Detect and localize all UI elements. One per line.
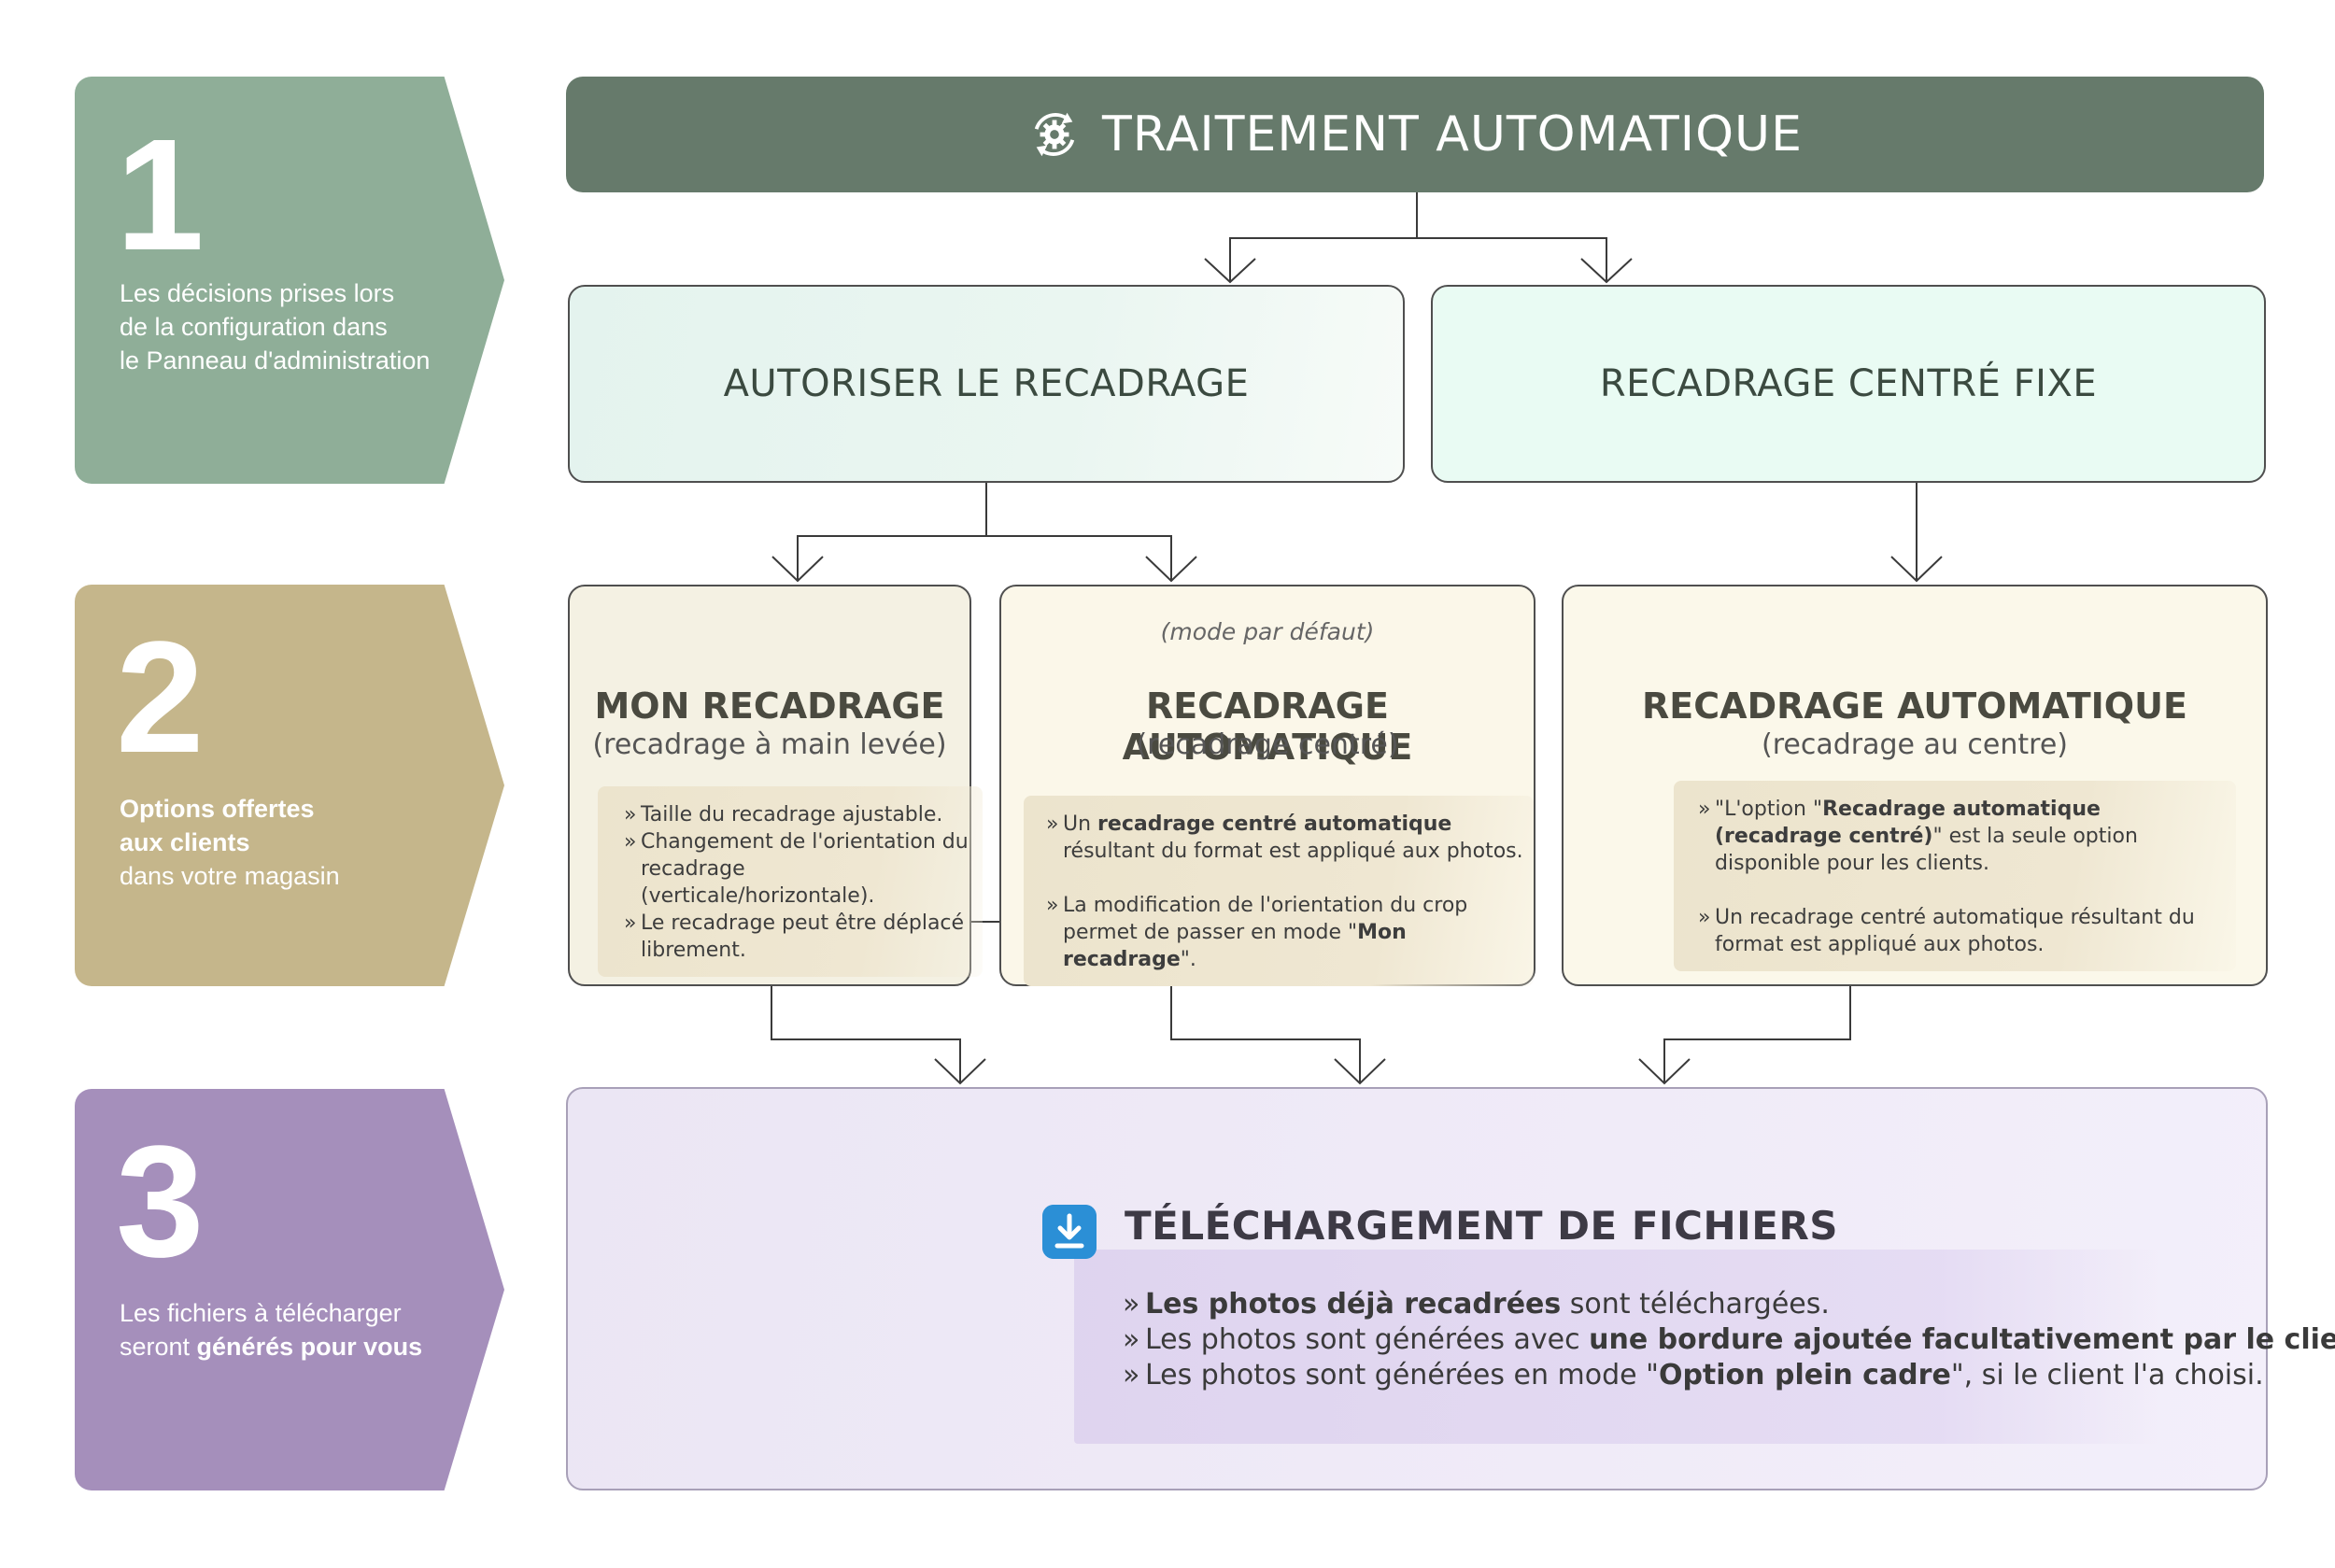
step-3-line: Les fichiers à télécharger — [120, 1299, 402, 1327]
decision-allow-crop: AUTORISER LE RECADRAGE — [568, 285, 1405, 483]
option-title: RECADRAGE AUTOMATIQUE — [1642, 685, 2187, 727]
list-item: Taille du recadrage ajustable. — [624, 801, 973, 828]
download-feature-list: Les photos déjà recadrées sont télécharg… — [1123, 1287, 2335, 1393]
arrowhead-option-1 — [771, 556, 824, 583]
step-3-line-pre: seront — [120, 1333, 197, 1361]
step-2-text: Options offertes aux clients dans votre … — [120, 792, 456, 893]
arrowhead-download-1 — [934, 1058, 986, 1085]
arrowhead-option-3 — [1890, 556, 1943, 583]
header-title: TRAITEMENT AUTOMATIQUE — [1102, 106, 1803, 162]
step-2-line-bold: Options offertes — [120, 795, 315, 823]
option-feature-list: Un recadrage centré automatique résultan… — [1024, 796, 1534, 986]
download-title: TÉLÉCHARGEMENT DE FICHIERS — [1125, 1203, 1839, 1249]
list-item: Un recadrage centré automatique résultan… — [1046, 811, 1524, 865]
gear-cycle-icon — [1034, 112, 1075, 157]
list-item-text: ", si le client l'a choisi. — [1950, 1359, 2264, 1391]
list-item-text: La modification de l'orientation du crop… — [1063, 894, 1468, 944]
option-subtitle: (recadrage au centre) — [1761, 728, 2068, 761]
list-item-bold: Option plein cadre — [1658, 1359, 1951, 1391]
list-item-text: ". — [1180, 948, 1196, 971]
list-item: Un recadrage centré automatique résultan… — [1698, 904, 2221, 958]
list-item: Les photos déjà recadrées sont télécharg… — [1123, 1287, 2335, 1322]
step-1-number: 1 — [116, 106, 205, 284]
step-3-line: seront générés pour vous — [120, 1330, 456, 1363]
list-item-text: sont téléchargées. — [1561, 1288, 1830, 1321]
option-feature-list: "L'option "Recadrage automatique (recadr… — [1674, 781, 2236, 971]
arrowhead-decision-2 — [1580, 258, 1633, 284]
arrowhead-download-2 — [1334, 1058, 1386, 1085]
option-manual-crop: MON RECADRAGE (recadrage à main levée) T… — [568, 585, 983, 986]
arrowhead-download-3 — [1638, 1058, 1691, 1085]
list-item-text: résultant du format est appliqué aux pho… — [1063, 840, 1523, 863]
arrowhead-decision-1 — [1204, 258, 1256, 284]
option-subtitle: (recadrage à main levée) — [592, 728, 947, 761]
option-auto-crop-fixed: RECADRAGE AUTOMATIQUE (recadrage au cent… — [1562, 585, 2268, 986]
step-2-arrow: 2 Options offertes aux clients dans votr… — [75, 585, 504, 986]
list-item-bold: Recadrage automatique (recadrage centré) — [1715, 798, 2101, 848]
step-1-text: Les décisions prises lors de la configur… — [120, 276, 456, 377]
list-item-text: Les photos sont générées en mode " — [1145, 1359, 1659, 1391]
option-auto-crop-default: (mode par défaut) RECADRAGE AUTOMATIQUE … — [999, 585, 1535, 986]
download-files-box: TÉLÉCHARGEMENT DE FICHIERS Les photos dé… — [566, 1087, 2335, 1490]
step-3-text: Les fichiers à télécharger seront généré… — [120, 1296, 456, 1363]
connector-decision1-options — [797, 483, 1172, 581]
list-item-bold: Les photos déjà recadrées — [1145, 1288, 1562, 1321]
option-default-note: (mode par défaut) — [1160, 618, 1375, 645]
step-2-number: 2 — [116, 609, 205, 786]
header-bar: TRAITEMENT AUTOMATIQUE — [566, 77, 2264, 192]
step-2-line: dans votre magasin — [120, 862, 340, 890]
list-item: Les photos sont générées en mode "Option… — [1123, 1358, 2335, 1393]
step-1-line: de la configuration dans — [120, 313, 388, 341]
list-item: La modification de l'orientation du crop… — [1046, 892, 1524, 973]
list-item-bold: Mon recadrage — [1063, 921, 1407, 971]
list-item-bold: recadrage centré automatique — [1097, 812, 1452, 836]
list-item-bold: une bordure ajoutée facultativement par … — [1589, 1323, 2335, 1356]
connector-option1-download — [771, 986, 961, 1083]
step-2-line-bold: aux clients — [120, 828, 250, 856]
decision-label: AUTORISER LE RECADRAGE — [723, 362, 1250, 405]
step-1-arrow: 1 Les décisions prises lors de la config… — [75, 77, 504, 484]
list-item: "L'option "Recadrage automatique (recadr… — [1698, 796, 2221, 877]
connector-header-decisions — [1229, 192, 1607, 282]
arrowhead-option-2 — [1145, 556, 1197, 583]
step-3-number: 3 — [116, 1113, 205, 1291]
list-item-text: "L'option " — [1715, 798, 1823, 821]
step-3-arrow: 3 Les fichiers à télécharger seront géné… — [75, 1089, 504, 1490]
step-3-line-bold: générés pour vous — [196, 1333, 423, 1361]
list-item-text: " est la seule option disponible pour le… — [1715, 825, 2138, 875]
list-item-text: Un — [1063, 812, 1098, 836]
option-title: RECADRAGE AUTOMATIQUE — [1122, 685, 1413, 768]
decision-fixed-center-crop: RECADRAGE CENTRÉ FIXE — [1431, 285, 2266, 483]
download-icon — [1042, 1205, 1097, 1259]
list-item: Le recadrage peut être déplacé librement… — [624, 910, 973, 964]
list-item-text: Les photos sont générées avec — [1145, 1323, 1590, 1356]
step-1-line: le Panneau d'administration — [120, 346, 431, 374]
connector-option3-download — [1663, 986, 1851, 1083]
option-subtitle: (recadrage centré) — [1136, 728, 1399, 761]
decision-label: RECADRAGE CENTRÉ FIXE — [1599, 362, 2098, 405]
list-item: Les photos sont générées avec une bordur… — [1123, 1322, 2335, 1358]
option-title: MON RECADRAGE — [594, 685, 945, 727]
connector-option2-download — [1170, 986, 1361, 1083]
option-feature-list: Taille du recadrage ajustable. Changemen… — [598, 786, 983, 977]
step-1-line: Les décisions prises lors — [120, 279, 395, 307]
list-item: Changement de l'orientation du recadrage… — [624, 828, 973, 910]
